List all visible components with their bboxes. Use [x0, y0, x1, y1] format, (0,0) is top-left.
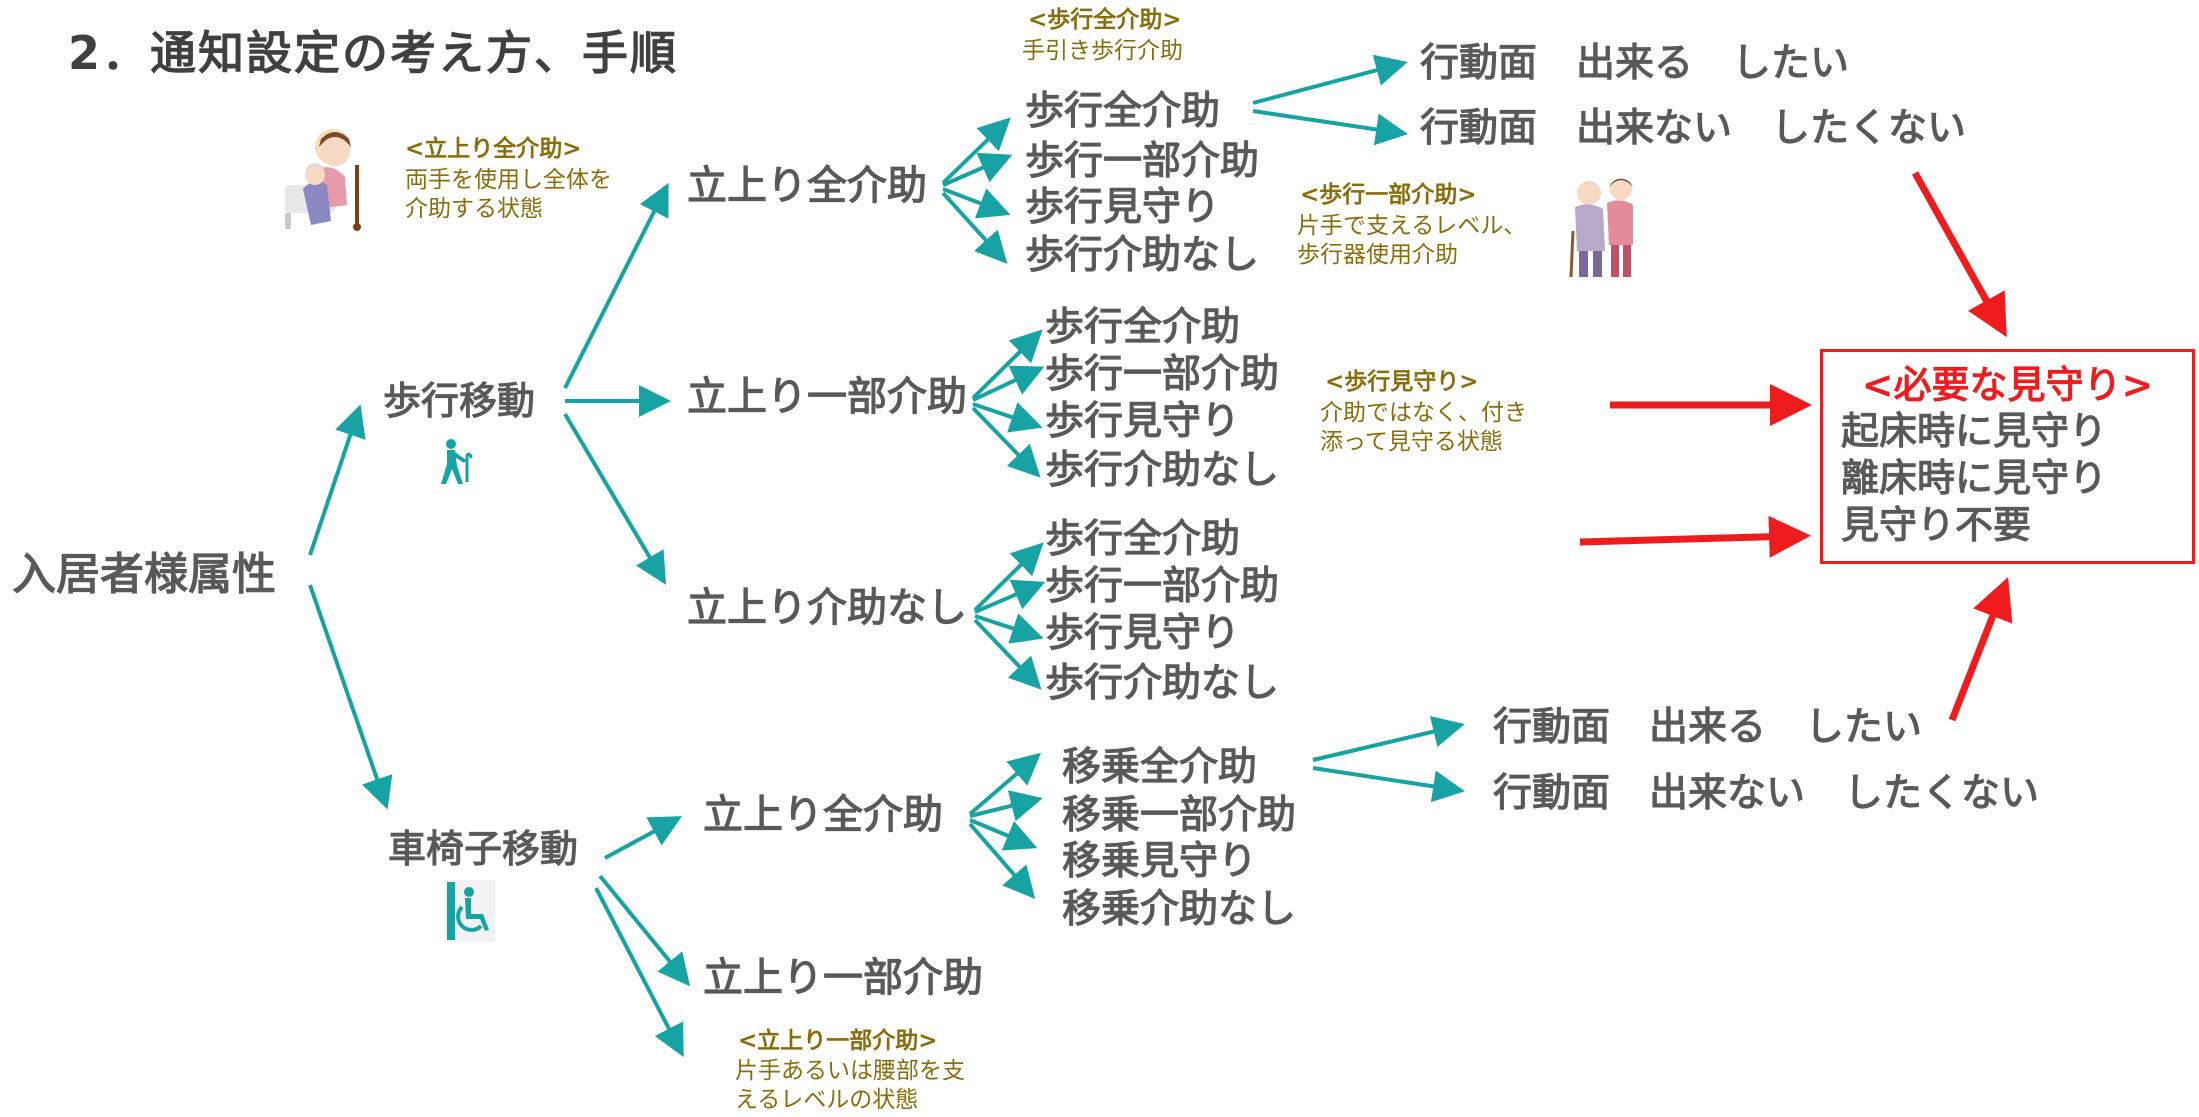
note-walk-full-heading: <歩行全介助>	[1028, 7, 1182, 33]
note-standing-full-text: 両手を使用し全体を 介助する状態	[405, 166, 612, 224]
arrow-fan	[974, 579, 1046, 614]
arrow-wheel-standing-partial-note	[594, 887, 684, 1058]
note-line: 手引き歩行介助	[1022, 38, 1183, 64]
walk-partial-assist: 歩行一部介助	[1045, 564, 1280, 609]
arrow-fan	[972, 402, 1043, 433]
walk-partial-assist: 歩行一部介助	[1045, 352, 1280, 397]
transfer-partial-assist: 移乗一部介助	[1062, 793, 1297, 838]
walk-standing-partial: 立上り一部介助	[687, 374, 967, 420]
walk-watch: 歩行見守り	[1025, 185, 1221, 230]
arrow-fan	[968, 822, 1036, 900]
arrow-root-wheelchair	[308, 584, 393, 810]
arrow-wheel-standing-full	[604, 816, 683, 860]
note-line: 片手で支えるレベル、	[1297, 213, 1527, 239]
required-item-not-needed: 見守り不要	[1841, 503, 2032, 547]
note-line: 添って見守る状態	[1320, 429, 1503, 455]
arrow-fan	[971, 329, 1043, 400]
walk-full-assist: 歩行全介助	[1025, 89, 1221, 134]
outcome-can-want: 行動面 出来る したい	[1493, 705, 1923, 750]
arrow-walk-standing-full	[563, 182, 669, 389]
walk-standing-none: 立上り介助なし	[687, 585, 967, 631]
transfer-full-assist: 移乗全介助	[1062, 745, 1258, 790]
arrow-fan	[969, 790, 1043, 822]
arrow-fan	[968, 752, 1042, 816]
root-node: 入居者様属性	[12, 549, 276, 600]
wheelchair-icon	[445, 880, 495, 942]
caregiver-assist-illustration	[285, 129, 361, 231]
walk-partial-assist: 歩行一部介助	[1025, 139, 1260, 184]
red-arrow-from-walk-none	[1579, 515, 1811, 558]
arrow-walk-standing-none	[563, 412, 667, 585]
arrow-root-walking	[308, 404, 366, 556]
required-watch-box: <必要な見守り> 起床時に見守り 離床時に見守り 見守り不要	[1820, 349, 2195, 564]
walk-no-assist: 歩行介助なし	[1025, 233, 1260, 278]
outcome-cannot-want-not: 行動面 出来ない したくない	[1493, 771, 2040, 816]
required-item-leave-bed: 離床時に見守り	[1841, 456, 2108, 500]
arrow-fan	[971, 406, 1041, 478]
arrow-fan	[942, 152, 1013, 187]
walk-standing-full: 立上り全介助	[687, 163, 927, 209]
arrow-fan	[973, 618, 1042, 690]
required-item-wakeup: 起床時に見守り	[1841, 409, 2108, 453]
wheelchair-node: 車椅子移動	[388, 827, 579, 871]
walk-watch: 歩行見守り	[1045, 399, 1241, 444]
wheel-standing-full: 立上り全介助	[703, 792, 943, 838]
note-line: 片手あるいは腰部を支	[735, 1058, 965, 1084]
outcome-cannot-want-not: 行動面 出来ない したくない	[1420, 106, 1967, 151]
wheel-standing-partial: 立上り一部介助	[703, 955, 983, 1001]
outcome-can-want: 行動面 出来る したい	[1420, 41, 1850, 86]
walk-full-assist: 歩行全介助	[1045, 517, 1241, 562]
walking-person-icon	[441, 439, 473, 484]
note-walk-full-text: 手引き歩行介助	[1022, 37, 1183, 66]
arrow-wheel-standing-partial	[598, 874, 691, 987]
note-walk-watch-heading: <歩行見守り>	[1325, 369, 1479, 395]
red-arrow-from-top-outcome	[1911, 171, 2007, 338]
arrow-fan	[974, 613, 1044, 644]
walking-node: 歩行移動	[383, 379, 536, 423]
note-walk-watch-text: 介助ではなく、付き 添って見守る状態	[1320, 399, 1527, 457]
note-walk-partial-heading: <歩行一部介助>	[1300, 182, 1477, 208]
transfer-no-assist: 移乗介助なし	[1062, 887, 1297, 932]
arrow-to-outcome-cannot	[1252, 109, 1408, 146]
required-watch-heading: <必要な見守り>	[1861, 363, 2154, 407]
arrow-to-outcome-can	[1252, 54, 1408, 105]
note-line: 介助ではなく、付き	[1320, 400, 1527, 426]
red-arrow-from-bottom-outcome	[1948, 576, 2013, 722]
arrow-to-outcome-can	[1312, 715, 1465, 762]
arrow-fan	[941, 117, 1011, 185]
arrow-fan	[969, 818, 1038, 851]
note-standing-full-heading: <立上り全介助>	[405, 136, 582, 162]
page-title: 2．通知設定の考え方、手順	[68, 26, 679, 80]
note-standing-partial-text: 片手あるいは腰部を支 えるレベルの状態	[735, 1057, 965, 1115]
walk-watch: 歩行見守り	[1045, 611, 1241, 656]
note-walk-partial-text: 片手で支えるレベル、 歩行器使用介助	[1297, 212, 1526, 270]
arrow-fan	[973, 542, 1044, 612]
transfer-watch: 移乗見守り	[1062, 839, 1258, 884]
walk-no-assist: 歩行介助なし	[1045, 661, 1280, 706]
note-standing-partial-heading: <立上り一部介助>	[738, 1028, 938, 1054]
note-line: えるレベルの状態	[735, 1087, 919, 1113]
arrow-to-outcome-cannot	[1312, 766, 1465, 803]
walk-no-assist: 歩行介助なし	[1045, 448, 1280, 493]
note-line: 両手を使用し全体を	[405, 167, 612, 193]
note-line: 介助する状態	[405, 196, 543, 222]
arrow-fan	[942, 187, 1011, 219]
elderly-walk-assist-illustration	[1569, 178, 1633, 278]
note-line: 歩行器使用介助	[1297, 242, 1458, 268]
arrow-fan	[972, 365, 1045, 402]
arrow-fan	[941, 191, 1008, 264]
walk-full-assist: 歩行全介助	[1045, 305, 1241, 350]
